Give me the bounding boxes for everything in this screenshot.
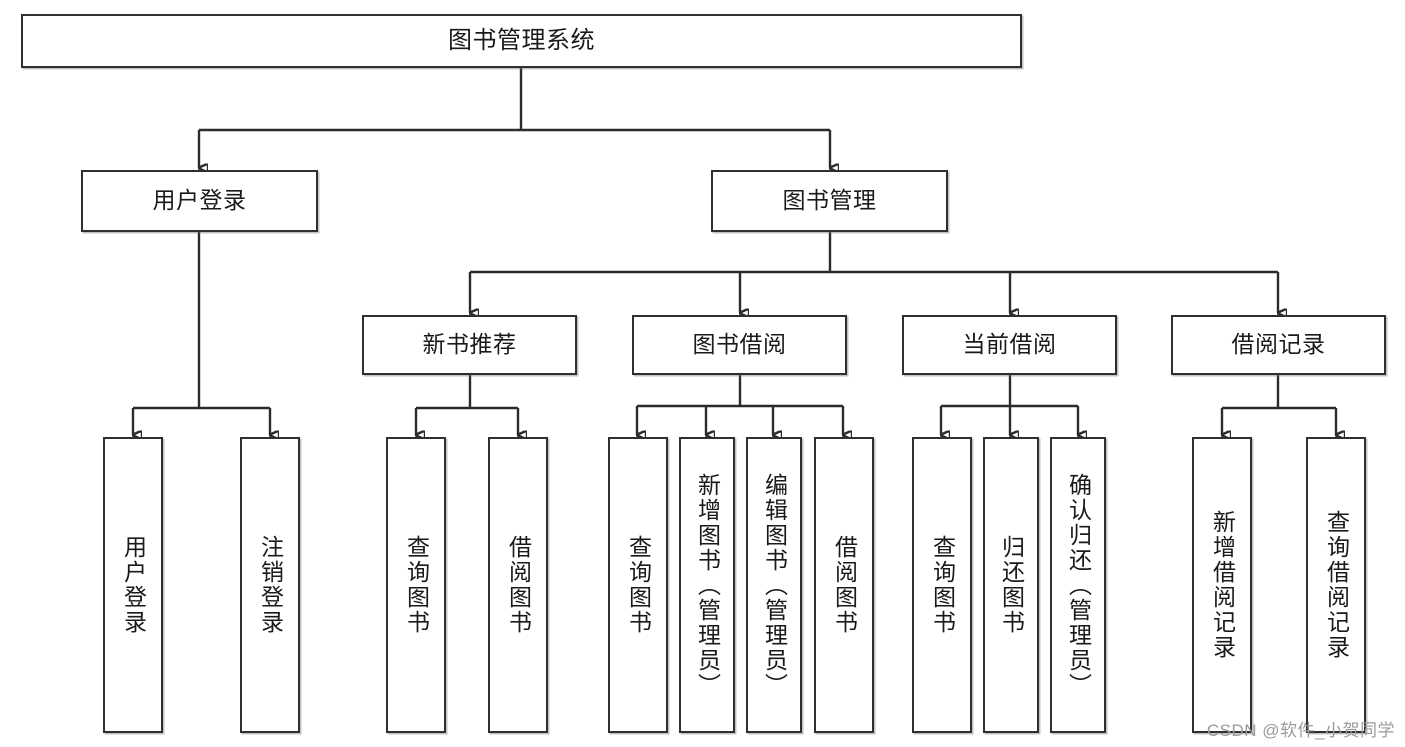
- node-label: 查询图书: [403, 535, 430, 635]
- node-label: 新增图书（管理员）: [694, 472, 721, 698]
- node-leaf-return-book[interactable]: 归还图书: [983, 437, 1039, 733]
- node-new-book-recommend[interactable]: 新书推荐: [362, 315, 577, 375]
- node-label: 图书借阅: [692, 331, 787, 358]
- node-current-borrow[interactable]: 当前借阅: [902, 315, 1117, 375]
- node-root-book-management-system[interactable]: 图书管理系统: [21, 14, 1022, 68]
- node-leaf-query-book-recommend[interactable]: 查询图书: [386, 437, 446, 733]
- node-leaf-add-book-admin[interactable]: 新增图书（管理员）: [679, 437, 735, 733]
- node-label: 编辑图书（管理员）: [761, 472, 788, 698]
- node-label: 借阅记录: [1231, 331, 1326, 358]
- node-label: 图书管理: [782, 187, 877, 214]
- node-label: 图书管理系统: [448, 26, 595, 54]
- node-leaf-add-borrow-record[interactable]: 新增借阅记录: [1192, 437, 1252, 733]
- node-label: 查询借阅记录: [1323, 510, 1350, 660]
- node-label: 用户登录: [152, 187, 247, 214]
- node-label: 新增借阅记录: [1209, 510, 1236, 660]
- watermark-text: CSDN @软件_小贺同学: [1206, 721, 1395, 740]
- node-label: 注销登录: [257, 535, 284, 635]
- node-leaf-borrow-book-recommend[interactable]: 借阅图书: [488, 437, 548, 733]
- node-label: 当前借阅: [962, 331, 1057, 358]
- node-label: 查询图书: [929, 535, 956, 635]
- node-leaf-borrow-book[interactable]: 借阅图书: [814, 437, 874, 733]
- node-user-login[interactable]: 用户登录: [81, 170, 318, 232]
- node-leaf-confirm-return-admin[interactable]: 确认归还（管理员）: [1050, 437, 1106, 733]
- node-label: 新书推荐: [422, 331, 517, 358]
- node-leaf-user-login[interactable]: 用户登录: [103, 437, 163, 733]
- node-label: 确认归还（管理员）: [1065, 472, 1092, 698]
- node-book-management[interactable]: 图书管理: [711, 170, 948, 232]
- node-book-borrow[interactable]: 图书借阅: [632, 315, 847, 375]
- node-label: 查询图书: [625, 535, 652, 635]
- node-label: 借阅图书: [831, 535, 858, 635]
- node-leaf-query-book-current[interactable]: 查询图书: [912, 437, 972, 733]
- node-borrow-record[interactable]: 借阅记录: [1171, 315, 1386, 375]
- node-leaf-query-book-borrow[interactable]: 查询图书: [608, 437, 668, 733]
- node-label: 归还图书: [998, 535, 1025, 635]
- node-label: 用户登录: [120, 535, 147, 635]
- node-label: 借阅图书: [505, 535, 532, 635]
- node-leaf-edit-book-admin[interactable]: 编辑图书（管理员）: [746, 437, 802, 733]
- node-leaf-query-borrow-record[interactable]: 查询借阅记录: [1306, 437, 1366, 733]
- node-leaf-logout[interactable]: 注销登录: [240, 437, 300, 733]
